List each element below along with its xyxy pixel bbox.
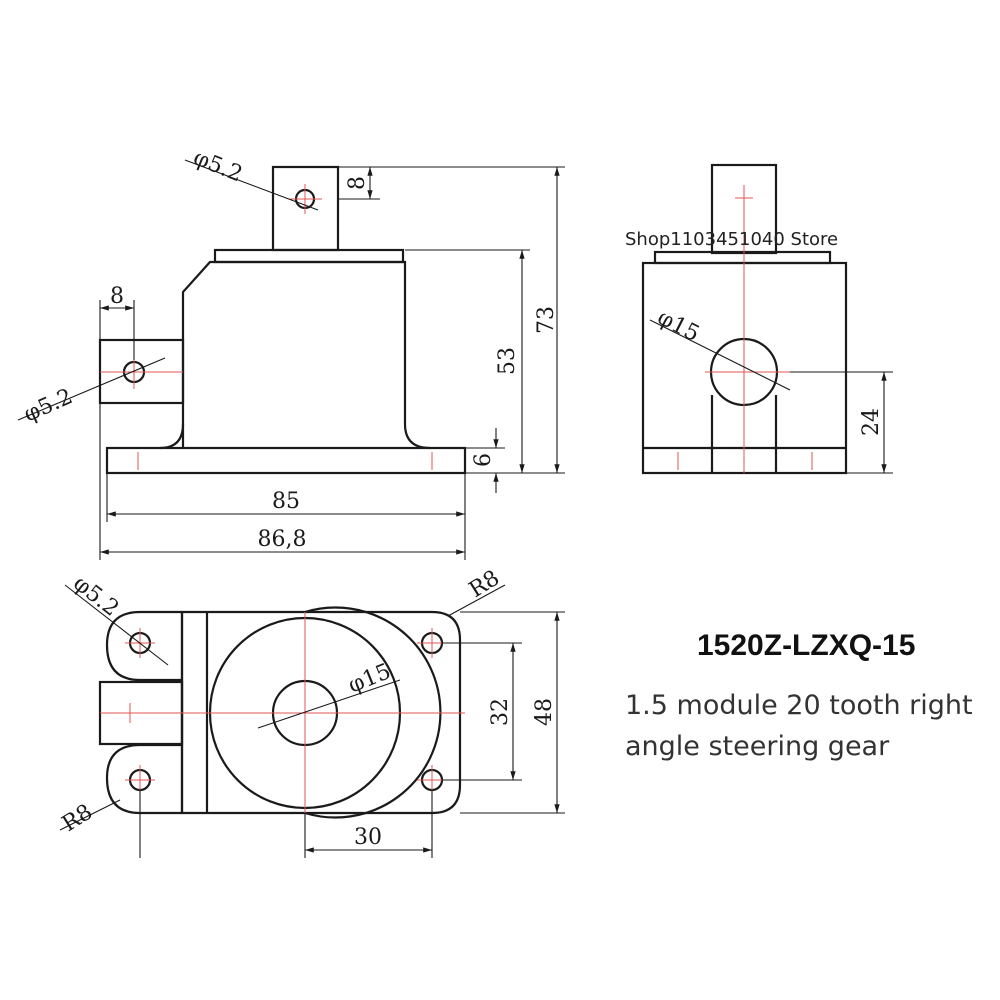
base-thickness-label: 6 <box>471 453 496 467</box>
hole-spacing-x-label: 30 <box>354 825 382 850</box>
front-top-cap <box>213 248 405 264</box>
side-support <box>710 395 778 473</box>
base-width-label: 85 <box>272 489 300 514</box>
total-width-label: 86,8 <box>258 527 307 552</box>
mount-hole-dia-label: φ5.2 <box>68 571 123 622</box>
top-hole-dia-label: φ5.2 <box>190 145 246 187</box>
body-height-label: 53 <box>495 347 520 375</box>
side-bore-dia-label: φ15 <box>653 305 703 347</box>
top-ear-lower <box>105 743 182 815</box>
top-ear-upper <box>105 610 182 682</box>
top-boss-dim-label: 8 <box>345 176 370 190</box>
front-top-boss <box>271 165 340 252</box>
side-boss-dim-label: 8 <box>110 284 124 309</box>
hole-spacing-y-label: 32 <box>488 698 513 726</box>
store-watermark: Shop1103451040 Store <box>625 229 838 250</box>
top-main-plate <box>180 610 462 815</box>
front-base-plate <box>105 446 467 475</box>
top-view: φ5.2 R8 R8 φ15 32 48 30 <box>58 566 565 858</box>
product-model: 1520Z-LZXQ-15 <box>697 629 915 662</box>
total-height-label: 73 <box>534 306 559 334</box>
side-hole-dia-label: φ5.2 <box>20 384 76 427</box>
front-body-fillet <box>159 423 185 450</box>
corner-radius-bottom-label: R8 <box>58 800 97 837</box>
product-description-line2: angle steering gear <box>625 731 890 762</box>
corner-radius-top-label: R8 <box>465 566 504 603</box>
side-view: φ15 24 <box>641 163 893 475</box>
product-description-line1: 1.5 module 20 tooth right <box>625 690 973 721</box>
overall-depth-label: 48 <box>532 698 557 726</box>
bore-height-label: 24 <box>859 408 884 436</box>
front-body <box>181 260 431 450</box>
center-bore-dia-label: φ15 <box>345 659 395 698</box>
front-view: φ5.2 8 8 φ5.2 53 73 6 85 <box>17 145 565 560</box>
